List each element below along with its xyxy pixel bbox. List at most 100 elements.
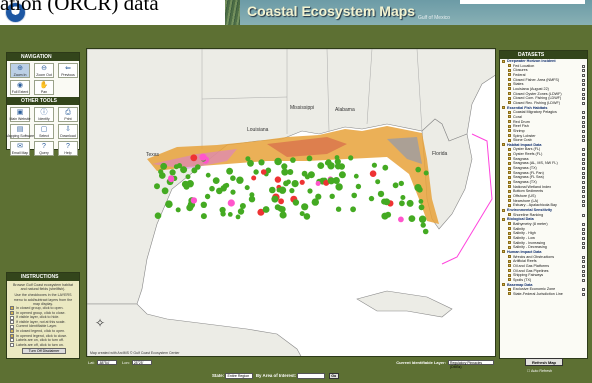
layer-item[interactable]: Bathymetry (8 meter) <box>500 222 587 227</box>
layer-item[interactable]: Reef Fish <box>500 124 587 129</box>
layer-item[interactable]: Closed Com. Fishing (LDWF) <box>500 96 587 101</box>
identify-radio-icon[interactable] <box>582 260 585 264</box>
identify-radio-icon[interactable] <box>582 185 585 189</box>
checkbox-icon[interactable] <box>508 115 511 119</box>
folder-icon[interactable] <box>502 217 505 221</box>
other_tools-email-button[interactable]: ✉Email Map <box>10 141 30 156</box>
checkbox-icon[interactable] <box>508 222 511 226</box>
checkbox-icon[interactable] <box>508 124 511 128</box>
identify-radio-icon[interactable] <box>582 195 585 199</box>
checkbox-icon[interactable] <box>508 264 511 268</box>
layer-item[interactable]: Red Drum <box>500 120 587 125</box>
identify-radio-icon[interactable] <box>582 148 585 152</box>
layer-item[interactable]: Oyster Reefs (FL) <box>500 152 587 157</box>
identify-radio-icon[interactable] <box>582 97 585 101</box>
layer-item[interactable]: Seagrass <box>500 157 587 162</box>
checkbox-icon[interactable] <box>508 194 511 198</box>
navigation-globe-button[interactable]: ◉Full Extent <box>10 80 30 95</box>
layer-group[interactable]: Environmental Sensitivity <box>500 208 587 213</box>
checkbox-icon[interactable] <box>508 203 511 207</box>
identify-radio-icon[interactable] <box>582 241 585 245</box>
layer-group[interactable]: Human Impact Data <box>500 250 587 255</box>
checkbox-icon[interactable] <box>508 101 511 105</box>
navigation-pan-hand-button[interactable]: ✋Pan <box>34 80 54 95</box>
identify-radio-icon[interactable] <box>582 171 585 175</box>
layer-item[interactable]: Spiny Lobster <box>500 134 587 139</box>
go-button[interactable]: Go <box>328 373 339 379</box>
checkbox-icon[interactable] <box>508 199 511 203</box>
layer-group[interactable]: Deepwater Horizon Incident <box>500 59 587 64</box>
layer-item[interactable]: Seagrass (FL Sea) <box>500 175 587 180</box>
checkbox-icon[interactable] <box>508 110 511 114</box>
identify-radio-icon[interactable] <box>582 232 585 236</box>
identify-radio-icon[interactable] <box>582 176 585 180</box>
identify-radio-icon[interactable] <box>582 264 585 268</box>
navigation-zoom-out-button[interactable]: ⊖Zoom Out <box>34 63 54 78</box>
identify-radio-icon[interactable] <box>582 139 585 143</box>
layer-item[interactable]: Coral <box>500 115 587 120</box>
checkbox-icon[interactable] <box>508 166 511 170</box>
layer-item[interactable]: Shoreline Ranking <box>500 213 587 218</box>
checkbox-icon[interactable] <box>508 245 511 249</box>
identify-radio-icon[interactable] <box>582 120 585 124</box>
identify-radio-icon[interactable] <box>582 115 585 119</box>
checkbox-icon[interactable] <box>508 73 511 77</box>
layer-group[interactable]: Essential Fish Habitats <box>500 106 587 111</box>
identify-radio-icon[interactable] <box>582 125 585 129</box>
identify-radio-icon[interactable] <box>582 236 585 240</box>
layer-item[interactable]: Federal <box>500 73 587 78</box>
checkbox-icon[interactable] <box>508 227 511 231</box>
identify-radio-icon[interactable] <box>582 129 585 133</box>
identify-radio-icon[interactable] <box>582 167 585 171</box>
checkbox-icon[interactable] <box>508 82 511 86</box>
layer-item[interactable]: Salinity - Low <box>500 236 587 241</box>
layer-item[interactable]: Oyster Bars (FL) <box>500 147 587 152</box>
layer-item[interactable]: Oil and Gas Pipelines <box>500 269 587 274</box>
layer-item[interactable]: Shrimp <box>500 129 587 134</box>
checkbox-icon[interactable] <box>508 236 511 240</box>
identify-radio-icon[interactable] <box>582 64 585 68</box>
identify-radio-icon[interactable] <box>582 227 585 231</box>
auto-refresh-toggle[interactable]: ☐ Auto Refresh <box>527 369 553 373</box>
identify-radio-icon[interactable] <box>582 204 585 208</box>
checkbox-icon[interactable] <box>508 87 511 91</box>
checkbox-icon[interactable] <box>508 287 511 291</box>
layer-item[interactable]: Seagrass (TX) <box>500 166 587 171</box>
other_tools-download-button[interactable]: ⇩Download <box>58 124 78 139</box>
refresh-map-button[interactable]: Refresh Map <box>525 358 563 366</box>
map-view[interactable]: Texas Louisiana Mississippi Alabama Flor… <box>86 48 496 357</box>
navigation-zoom-in-button[interactable]: ⊕Zoom In <box>10 63 30 78</box>
area-select[interactable] <box>297 373 326 379</box>
layer-item[interactable]: Salinity - Decreasing <box>500 245 587 250</box>
layer-item[interactable]: Stone Crab <box>500 138 587 143</box>
identify-radio-icon[interactable] <box>582 222 585 226</box>
layer-item[interactable]: Closures <box>500 68 587 73</box>
layer-item[interactable]: State-Federal Jurisdiction Line <box>500 292 587 297</box>
layer-item[interactable]: Wrecks and Obstructions <box>500 255 587 260</box>
layer-group[interactable]: Biological Data <box>500 217 587 222</box>
identify-radio-icon[interactable] <box>582 199 585 203</box>
checkbox-icon[interactable] <box>508 273 511 277</box>
identify-radio-icon[interactable] <box>582 69 585 73</box>
folder-icon[interactable] <box>502 208 505 212</box>
checkbox-icon[interactable] <box>508 241 511 245</box>
other_tools-query-button[interactable]: ?Query <box>34 141 54 156</box>
folder-icon[interactable] <box>502 59 505 63</box>
checkbox-icon[interactable] <box>508 120 511 124</box>
other_tools-website-button[interactable]: ▣Main Website <box>9 107 31 122</box>
checkbox-icon[interactable] <box>508 259 511 263</box>
checkbox-icon[interactable] <box>508 269 511 273</box>
folder-icon[interactable] <box>502 143 505 147</box>
checkbox-icon[interactable] <box>508 161 511 165</box>
checkbox-icon[interactable] <box>508 147 511 151</box>
layer-item[interactable]: Estuary - Apalachicola Bay <box>500 203 587 208</box>
identify-radio-icon[interactable] <box>582 157 585 161</box>
identify-radio-icon[interactable] <box>582 213 585 217</box>
checkbox-icon[interactable] <box>508 138 511 142</box>
identify-radio-icon[interactable] <box>582 288 585 292</box>
checkbox-icon[interactable] <box>508 180 511 184</box>
identify-radio-icon[interactable] <box>582 83 585 87</box>
checkbox-icon[interactable] <box>508 92 511 96</box>
layer-item[interactable]: Exclusive Economic Zone <box>500 287 587 292</box>
layer-item[interactable]: National Wetland Index <box>500 185 587 190</box>
